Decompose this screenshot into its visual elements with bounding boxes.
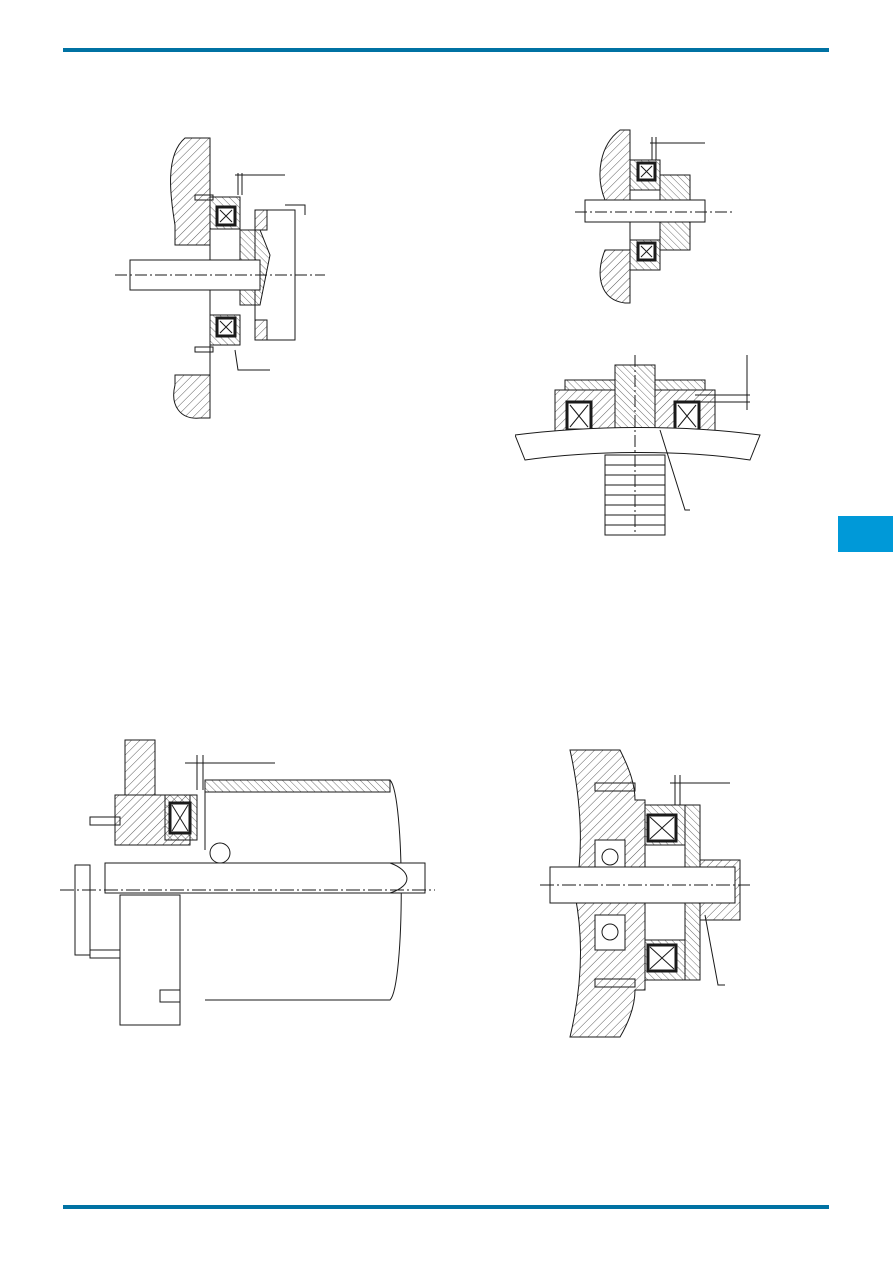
section-tab[interactable] bbox=[838, 516, 893, 552]
figure-top-right-shaft-mount bbox=[570, 125, 740, 310]
top-rule bbox=[63, 48, 829, 52]
figure-top-left-clutch-brake bbox=[110, 135, 330, 425]
figure-middle-right-screw-mount bbox=[515, 350, 765, 540]
figure-bottom-left-roller-drive bbox=[60, 735, 440, 1030]
bottom-rule bbox=[63, 1205, 829, 1209]
figure-bottom-right-flange-mount bbox=[540, 745, 760, 1045]
